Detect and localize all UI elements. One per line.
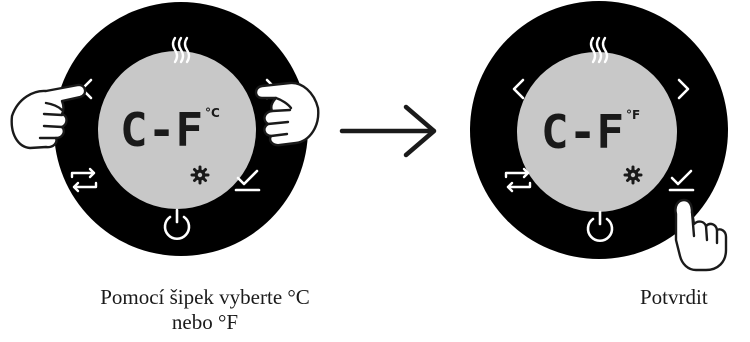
checkmark-icon[interactable]: [668, 169, 695, 192]
display-text: C-F: [541, 105, 624, 159]
heat-icon[interactable]: [171, 36, 191, 64]
controller-left: C-F °C: [10, 2, 320, 256]
gear-icon: [623, 165, 643, 185]
pointing-hand-confirm: [674, 198, 728, 272]
caption-right: Potvrdit: [640, 285, 750, 310]
chevron-left-icon[interactable]: [512, 78, 525, 100]
caption-left-line1: Pomocí šipek vyberte °C: [100, 285, 310, 309]
power-icon[interactable]: [586, 210, 614, 242]
chevron-right-icon[interactable]: [677, 78, 690, 100]
power-icon[interactable]: [163, 208, 191, 240]
checkmark-icon[interactable]: [234, 169, 261, 192]
repeat-icon[interactable]: [504, 167, 532, 193]
repeat-icon[interactable]: [70, 167, 98, 193]
display-unit: °C: [205, 106, 220, 120]
display-screen: [98, 51, 256, 209]
gear-icon: [190, 165, 210, 185]
caption-left-line2: nebo °F: [171, 310, 239, 334]
caption-left: Pomocí šipek vyberte °C nebo °F: [95, 285, 315, 335]
display-readout: C-F °C: [120, 103, 220, 157]
heat-icon[interactable]: [589, 36, 609, 64]
display-readout: C-F °F: [541, 105, 640, 159]
caption-right-text: Potvrdit: [640, 285, 708, 309]
display-text: C-F: [120, 103, 203, 157]
arrow-right-icon: [339, 104, 437, 158]
display-unit: °F: [626, 108, 640, 122]
pointing-hand-right: [254, 81, 320, 147]
controller-right: C-F °F: [470, 1, 728, 272]
pointing-hand-left: [10, 83, 87, 150]
